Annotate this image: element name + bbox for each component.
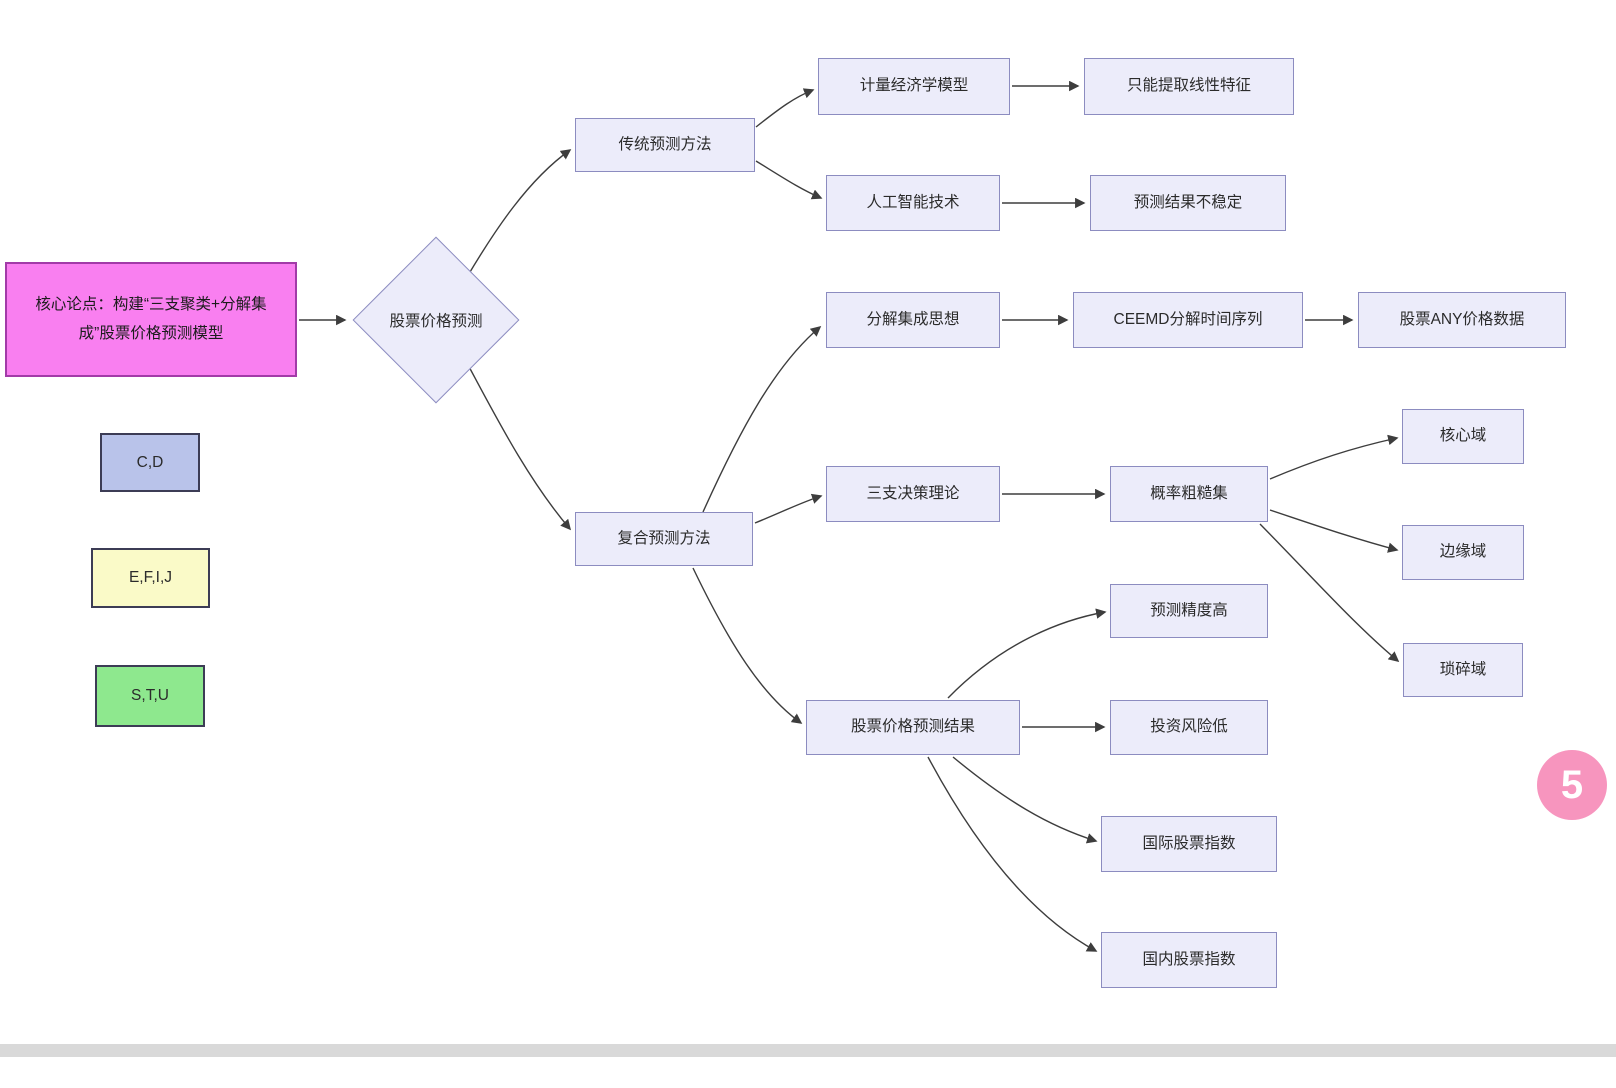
- node-ai-technology[interactable]: 人工智能技术: [826, 175, 1000, 231]
- node-prediction-results[interactable]: 股票价格预测结果: [806, 700, 1020, 755]
- edge-composite-to-results: [692, 567, 803, 724]
- edge-results-to-intl: [952, 756, 1098, 844]
- node-ceemd-decompose[interactable]: CEEMD分解时间序列: [1073, 292, 1303, 348]
- root-thesis-node[interactable]: 核心论点：构建“三支聚类+分解集成”股票价格预测模型: [5, 262, 297, 377]
- node-trivial-domain[interactable]: 琐碎域: [1403, 643, 1523, 697]
- node-composite-methods[interactable]: 复合预测方法: [575, 512, 753, 566]
- edge-diamond-to-traditional: [466, 149, 572, 278]
- edge-traditional-to-ai: [755, 160, 823, 200]
- floating-badge[interactable]: 5: [1537, 750, 1607, 820]
- edge-composite-to-decomposition: [702, 325, 822, 513]
- node-low-investment-risk[interactable]: 投资风险低: [1110, 700, 1268, 755]
- edge-composite-to-threeway: [754, 493, 823, 524]
- edge-roughset-to-boundary: [1269, 509, 1399, 553]
- edge-results-to-accuracy: [947, 608, 1107, 699]
- node-decomposition-ensemble[interactable]: 分解集成思想: [826, 292, 1000, 348]
- node-high-accuracy[interactable]: 预测精度高: [1110, 584, 1268, 638]
- legend-box-efij[interactable]: E,F,I,J: [91, 548, 210, 608]
- node-three-way-decision-theory[interactable]: 三支决策理论: [826, 466, 1000, 522]
- edge-results-to-domestic: [927, 756, 1098, 952]
- node-probabilistic-rough-set[interactable]: 概率粗糙集: [1110, 466, 1268, 522]
- node-international-stock-index[interactable]: 国际股票指数: [1101, 816, 1277, 872]
- node-linear-features-only[interactable]: 只能提取线性特征: [1084, 58, 1294, 115]
- edge-diamond-to-composite: [466, 362, 572, 531]
- node-unstable-results[interactable]: 预测结果不稳定: [1090, 175, 1286, 231]
- edge-roughset-to-core: [1269, 434, 1399, 480]
- legend-box-cd[interactable]: C,D: [100, 433, 200, 492]
- node-core-domain[interactable]: 核心域: [1402, 409, 1524, 464]
- node-domestic-stock-index[interactable]: 国内股票指数: [1101, 932, 1277, 988]
- node-traditional-methods[interactable]: 传统预测方法: [575, 118, 755, 172]
- floating-badge-label: 5: [1560, 762, 1584, 807]
- node-econometric-model[interactable]: 计量经济学模型: [818, 58, 1010, 115]
- bottom-scrollbar[interactable]: [0, 1044, 1616, 1057]
- node-stock-any-price-data[interactable]: 股票ANY价格数据: [1358, 292, 1566, 348]
- node-boundary-domain[interactable]: 边缘域: [1402, 525, 1524, 580]
- edge-roughset-to-trivial: [1259, 523, 1400, 663]
- legend-box-stu[interactable]: S,T,U: [95, 665, 205, 727]
- diamond-label: 股票价格预测: [389, 313, 483, 330]
- edge-traditional-to-econometric: [755, 88, 815, 128]
